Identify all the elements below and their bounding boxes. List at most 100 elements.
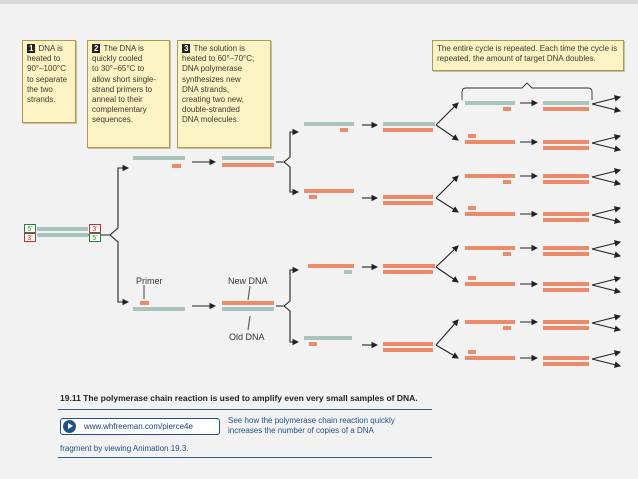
footer-rule (58, 457, 432, 458)
flow-arrow (591, 284, 622, 294)
dna-strand-17 (344, 270, 352, 274)
flow-arrow (591, 95, 622, 105)
figure-caption: 19.11 The polymerase chain reaction is u… (60, 393, 418, 403)
dna-strand-34 (543, 174, 589, 178)
dna-strand-25 (503, 107, 511, 111)
flow-arrow (88, 234, 130, 306)
dna-strand-28 (468, 134, 476, 138)
old-dna-label: Old DNA (229, 332, 265, 342)
step-1-text: DNA is heated to 90°–100°C to separate t… (27, 44, 68, 105)
dna-strand-35 (543, 180, 589, 184)
animation-footer-text: fragment by viewing Animation 19.3. (60, 444, 189, 453)
step-2-text: The DNA is quickly cooled to 30°–65°C to… (92, 44, 157, 125)
dna-strand-20 (309, 342, 317, 346)
dna-strand-9 (340, 128, 348, 132)
dna-strand-12 (309, 195, 317, 199)
flow-arrow (591, 168, 622, 178)
dna-strand-1 (172, 164, 181, 168)
dna-strand-6 (222, 301, 274, 305)
flow-arrow (591, 103, 622, 113)
flow-arrow (591, 134, 622, 144)
strand-end-5prime-top: 5' (24, 224, 36, 233)
dna-strand-50 (543, 320, 589, 324)
dna-strand-26 (543, 101, 589, 105)
dna-strand-15 (383, 201, 433, 205)
dna-strand-55 (543, 362, 589, 366)
dna-strand-46 (543, 282, 589, 286)
dna-strand-21 (304, 336, 352, 340)
dna-strand-54 (543, 356, 589, 360)
flow-arrow (435, 245, 459, 268)
dna-strand-23 (383, 348, 433, 352)
dna-strand-40 (465, 246, 515, 250)
dna-strand-14 (383, 195, 433, 199)
dna-strand-29 (465, 140, 515, 144)
step-1-number: 1 (27, 44, 36, 53)
dna-strand-4 (140, 301, 149, 305)
dna-strand-45 (465, 282, 515, 286)
step-2-number: 2 (92, 44, 101, 53)
new-dna-pointer-line (247, 285, 251, 301)
animation-link[interactable]: www.whfreeman.com/pierce4e (60, 418, 220, 435)
caption-rule (58, 409, 432, 410)
dna-strand-18 (383, 264, 435, 268)
step-3-text: The solution is heated to 60°–70°C; DNA … (182, 44, 255, 125)
dna-strand-32 (465, 174, 515, 178)
flow-arrow (591, 248, 622, 258)
dna-strand-37 (465, 212, 515, 216)
flow-arrow (591, 206, 622, 216)
strand-end-3prime-bottom: 3' (24, 233, 36, 242)
dna-strand-11 (383, 128, 433, 132)
dna-strand-47 (543, 288, 589, 292)
flow-arrow (435, 266, 459, 283)
dna-strand-8 (304, 122, 354, 126)
dna-strand-22 (383, 342, 433, 346)
flow-arrow (435, 175, 459, 199)
animation-link-url[interactable]: www.whfreeman.com/pierce4e (84, 422, 193, 431)
play-arrow-icon (63, 420, 76, 433)
flow-arrow (276, 128, 300, 163)
template-dna-strand-top (37, 227, 88, 231)
dna-strand-3 (222, 163, 274, 167)
flow-arrow (435, 197, 459, 213)
dna-strand-49 (503, 326, 511, 330)
dna-strand-2 (222, 156, 274, 160)
dna-strand-51 (543, 326, 589, 330)
dna-strand-10 (383, 122, 435, 126)
flow-arrow (276, 161, 300, 196)
flow-arrow (591, 214, 622, 224)
flow-arrow (591, 350, 622, 360)
dna-strand-27 (543, 107, 589, 111)
dna-strand-13 (304, 189, 354, 193)
primer-label: Primer (136, 276, 163, 286)
dna-strand-48 (465, 320, 515, 324)
dna-strand-53 (465, 356, 515, 360)
dna-strand-0 (133, 156, 185, 160)
flow-arrow (591, 142, 622, 152)
cycle-repeat-text: The entire cycle is repeated. Each time … (437, 44, 618, 64)
flow-arrow (435, 344, 459, 359)
dna-strand-36 (468, 206, 476, 210)
flow-arrow (276, 305, 300, 346)
dna-strand-16 (308, 264, 354, 268)
flow-arrow (435, 102, 459, 126)
step-3-number: 3 (182, 44, 191, 53)
animation-description: See how the polymerase chain reaction qu… (228, 416, 395, 435)
dna-strand-5 (133, 307, 185, 311)
flow-arrow (591, 276, 622, 286)
flow-arrow (435, 319, 459, 346)
flow-arrow (591, 240, 622, 250)
flow-arrow (591, 176, 622, 186)
template-dna-strand-bottom (37, 233, 88, 237)
new-dna-label: New DNA (228, 276, 268, 286)
strand-end-5prime-bottom: 5' (89, 233, 101, 242)
dna-strand-19 (383, 270, 433, 274)
dna-strand-44 (468, 276, 476, 280)
dna-strand-33 (503, 180, 511, 184)
dna-strand-7 (222, 307, 274, 311)
old-dna-pointer-line (247, 315, 251, 331)
